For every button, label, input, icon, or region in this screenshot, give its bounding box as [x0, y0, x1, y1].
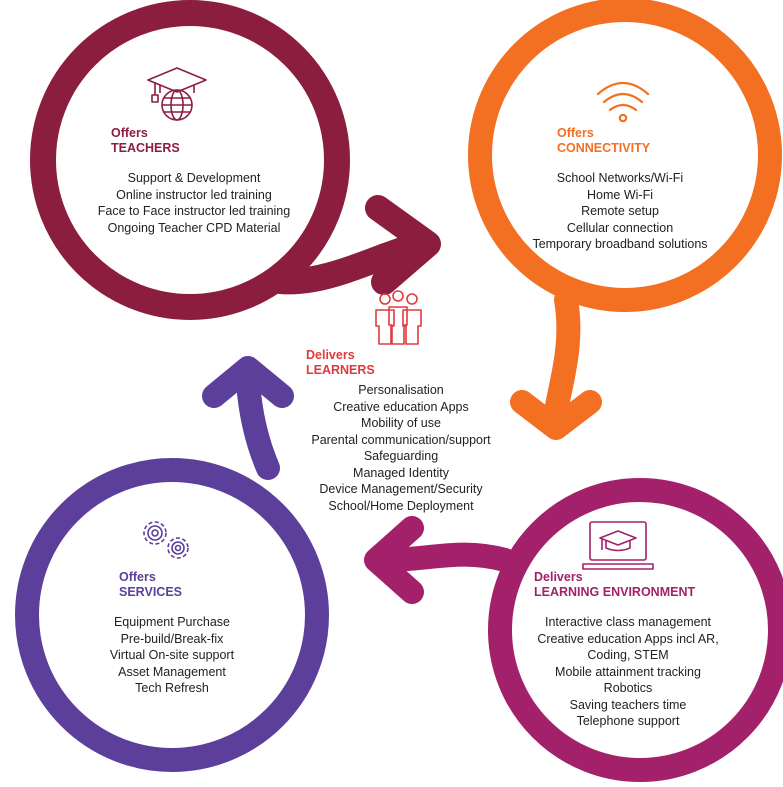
- connectivity-arrow-head: [510, 390, 602, 440]
- list-item: Temporary broadband solutions: [532, 237, 708, 251]
- list-item: Device Management/Security: [319, 482, 483, 496]
- learners-kicker: Delivers: [306, 348, 355, 362]
- list-item: Coding, STEM: [587, 648, 669, 662]
- list-item: Equipment Purchase: [113, 615, 231, 629]
- teachers-section: Offers TEACHERS Support & Development On…: [74, 126, 314, 236]
- list-item: Saving teachers time: [569, 697, 687, 712]
- connectivity-arrow-tail: [544, 288, 581, 424]
- services-ring: [15, 458, 329, 772]
- connectivity-section: Offers CONNECTIVITY School Networks/Wi-F…: [510, 126, 730, 253]
- environment-arrow-head: [364, 516, 424, 604]
- teachers-ring: [30, 0, 350, 320]
- environment-ring-group: [364, 478, 783, 782]
- list-item: Face to Face instructor led training: [97, 204, 291, 218]
- teachers-list: Support & Development Online instructor …: [74, 170, 314, 236]
- list-item: Personalisation: [358, 383, 444, 397]
- list-item: Mobile attainment tracking: [555, 664, 701, 679]
- services-arrow-tail: [236, 370, 280, 480]
- list-item: Interactive class management: [544, 615, 712, 629]
- environment-kicker: Delivers: [534, 570, 583, 584]
- list-item: Parental communication/support: [311, 432, 491, 447]
- environment-arrow-tail: [373, 542, 517, 572]
- list-item: Safeguarding: [363, 449, 439, 463]
- laptop-graduation-cap-icon: [582, 521, 654, 570]
- connectivity-ring-group: [468, 0, 782, 440]
- teachers-arrow-head: [365, 195, 441, 295]
- list-item: Online instructor led training: [116, 187, 272, 202]
- connectivity-list: School Networks/Wi-Fi Home Wi-Fi Remote …: [510, 170, 730, 253]
- learners-title: LEARNERS: [306, 363, 375, 377]
- environment-title: LEARNING ENVIRONMENT: [534, 585, 696, 599]
- list-item: Managed Identity: [353, 465, 449, 480]
- teachers-title: TEACHERS: [111, 141, 180, 155]
- list-item: Support & Development: [127, 171, 261, 185]
- services-kicker: Offers: [119, 570, 156, 584]
- list-item: Tech Refresh: [135, 681, 209, 695]
- teachers-ring-group: [30, 0, 441, 320]
- list-item: Mobility of use: [361, 416, 441, 430]
- list-item: Creative education Apps incl AR,: [537, 631, 719, 646]
- gears-icon: [143, 521, 189, 559]
- list-item: Home Wi-Fi: [587, 187, 653, 202]
- list-item: School/Home Deployment: [328, 498, 474, 513]
- list-item: School Networks/Wi-Fi: [556, 171, 684, 185]
- services-list: Equipment Purchase Pre-build/Break-fix V…: [72, 614, 272, 697]
- list-item: Cellular connection: [566, 220, 674, 235]
- list-item: Robotics: [603, 681, 653, 695]
- connectivity-title: CONNECTIVITY: [557, 141, 651, 155]
- list-item: Pre-build/Break-fix: [120, 631, 224, 646]
- learners-list: Personalisation Creative education Apps …: [296, 382, 506, 514]
- services-ring-group: [15, 356, 329, 772]
- wifi-icon: [596, 81, 650, 123]
- list-item: Asset Management: [118, 664, 226, 679]
- connectivity-ring: [468, 0, 782, 312]
- environment-section: Delivers LEARNING ENVIRONMENT Interactiv…: [518, 570, 738, 730]
- list-item: Telephone support: [576, 714, 680, 728]
- list-item: Ongoing Teacher CPD Material: [107, 220, 281, 235]
- graduation-cap-globe-icon: [147, 67, 207, 121]
- learners-section: Delivers LEARNERS Personalisation Creati…: [296, 348, 506, 514]
- services-title: SERVICES: [119, 585, 182, 599]
- list-item: Creative education Apps: [333, 399, 469, 414]
- services-section: Offers SERVICES Equipment Purchase Pre-b…: [72, 570, 272, 697]
- list-item: Remote setup: [581, 204, 659, 218]
- list-item: Virtual On-site support: [109, 648, 235, 662]
- connectivity-kicker: Offers: [557, 126, 594, 140]
- teachers-kicker: Offers: [111, 126, 148, 140]
- environment-ring: [488, 478, 783, 782]
- environment-list: Interactive class management Creative ed…: [518, 614, 738, 730]
- services-arrow-head: [202, 356, 294, 408]
- people-group-icon: [375, 290, 422, 345]
